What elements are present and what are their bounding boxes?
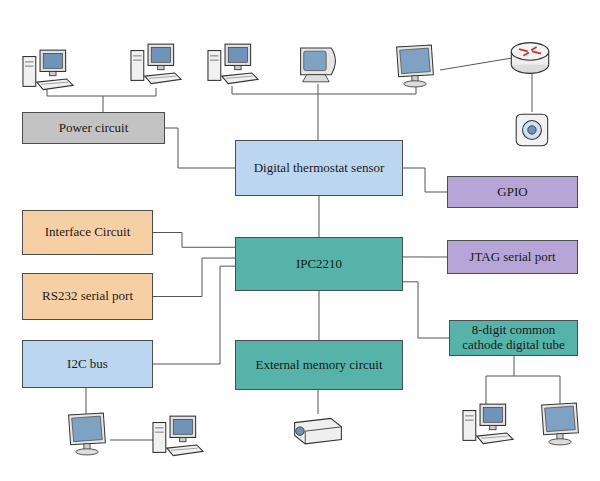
box-label: Digital thermostat sensor [254,161,385,176]
monitor-icon [69,413,106,455]
wire [318,390,319,414]
connector-line [165,128,235,168]
computer-icon [23,50,73,89]
wire [86,388,87,414]
computer-icon [463,404,513,443]
router-icon [511,43,548,74]
module-box: JTAG serial port [447,240,578,274]
wire [440,58,512,70]
box-label: I2C bus [67,357,108,372]
box-label: Power circuit [59,121,129,136]
computer-icon [131,44,181,83]
box-label: External memory circuit [255,358,382,373]
connector-line [153,266,235,364]
module-box: External memory circuit [235,340,403,390]
connector-layer [153,128,449,364]
monitor-icon [301,48,336,82]
module-box: IPC2210 [235,237,403,291]
wire [532,72,533,112]
connector-line [403,282,449,338]
monitor-icon [397,45,434,87]
module-box: Interface Circuit [22,210,153,255]
connector-line [403,168,447,192]
computer-icon [153,416,203,455]
wire [47,88,156,112]
connector-line [153,258,235,296]
box-label: IPC2210 [296,257,342,272]
projector-icon [295,418,342,444]
box-label: JTAG serial port [469,250,555,265]
box-label: 8-digit common cathode digital tube [454,323,573,353]
connector-line [319,196,320,237]
box-label: Interface Circuit [45,225,131,240]
module-box: I2C bus [22,340,153,388]
module-box: Digital thermostat sensor [235,140,403,196]
box-label: GPIO [497,185,527,200]
wire [232,84,416,140]
connector-line [403,256,447,257]
camera-icon [516,114,548,146]
connector-line [319,291,320,340]
module-box: Power circuit [22,112,165,144]
computer-icon [208,44,258,83]
wire [486,356,560,404]
connector-line [153,233,235,248]
monitor-icon [542,403,579,445]
module-box: RS232 serial port [22,273,153,320]
box-label: RS232 serial port [42,289,133,304]
module-box: GPIO [447,176,578,208]
module-box: 8-digit common cathode digital tube [449,320,578,356]
